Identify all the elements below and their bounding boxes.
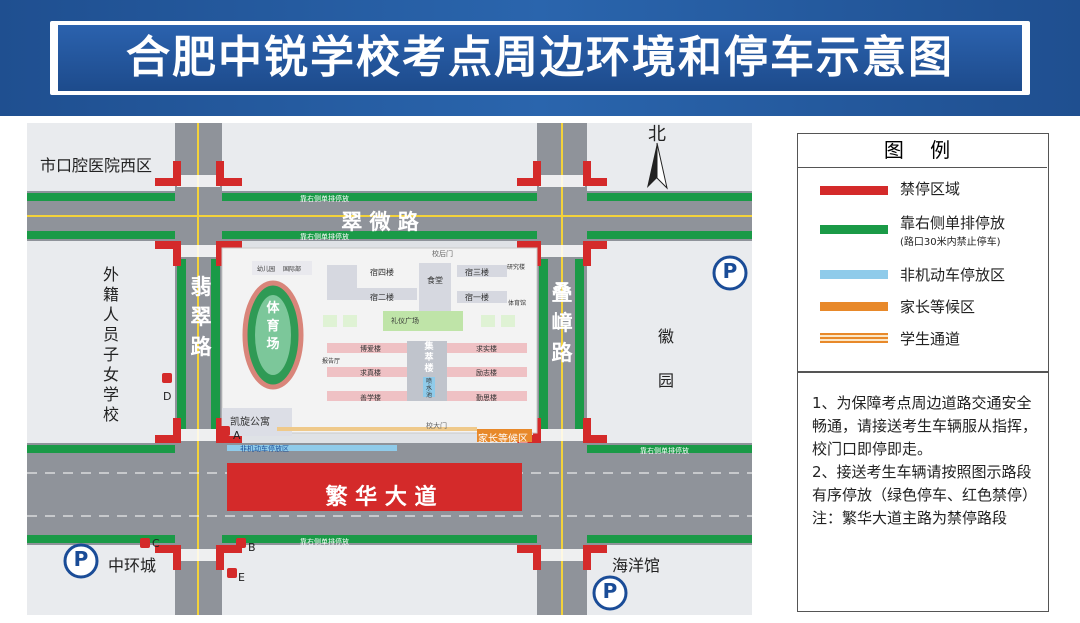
- building-label: 求实楼: [476, 345, 497, 353]
- place-west-char: 籍: [102, 285, 119, 304]
- building-label: 食堂: [427, 276, 443, 285]
- jicui-char: 楼: [424, 364, 434, 374]
- place-west-school: 外 籍 人 员 子 女 学 校: [100, 265, 122, 425]
- road-east-char: 叠: [551, 281, 573, 305]
- lane-label: 靠右侧单排停放: [640, 447, 689, 455]
- road-west-char: 翡: [190, 275, 212, 299]
- legend-label: 靠右侧单排停放: [900, 214, 1006, 232]
- legend-title: 图 例: [797, 133, 1047, 168]
- stadium-char: 体: [266, 301, 280, 316]
- legend-swatch-bike: [820, 270, 888, 279]
- legend-panel: [797, 133, 1049, 372]
- marker-label: A: [233, 429, 241, 442]
- road-west-label: 翡 翠 路: [189, 272, 213, 362]
- building-label: 报告厅: [322, 358, 341, 365]
- parking-icon: P: [722, 259, 738, 283]
- marker-label: E: [238, 571, 245, 584]
- pool-char: 水: [425, 385, 432, 392]
- place-east: 徽 园: [656, 315, 676, 403]
- building-label: 善学楼: [360, 394, 381, 402]
- place-west-char: 人: [102, 305, 119, 324]
- building-label: 国际部: [283, 266, 302, 273]
- place-east-char: 徽: [657, 327, 674, 346]
- lane-label: 靠右侧单排停放: [300, 233, 349, 241]
- place-west-char: 子: [102, 345, 119, 364]
- jicui-building: 集 萃 楼: [423, 342, 435, 375]
- map: [27, 123, 752, 615]
- building-label: 宿三楼: [465, 268, 489, 277]
- title-background: [58, 25, 1022, 91]
- notes-text: 1、为保障考点周边道路交通安全畅通，请接送考生车辆服从指挥，校门口即停即走。 2…: [812, 392, 1038, 530]
- place-sw: 中环城: [108, 556, 157, 575]
- gate-north-label: 校后门: [432, 250, 453, 258]
- legend-swatch-parent: [820, 302, 888, 311]
- pool-char: 池: [425, 392, 432, 399]
- parking-icon: P: [73, 547, 89, 571]
- note-item: 2、接送考生车辆请按照图示路段有序停放（绿色停车、红色禁停）: [812, 463, 1038, 504]
- road-north-label: 翠 微 路: [341, 210, 419, 234]
- road-east-char: 路: [551, 341, 573, 365]
- legend-label: 禁停区域: [900, 180, 961, 198]
- place-west-char: 员: [102, 325, 119, 344]
- page-title: 合肥中锐学校考点周边环境和停车示意图: [126, 32, 954, 83]
- building-label: 研究楼: [507, 264, 526, 271]
- jicui-char: 萃: [424, 353, 434, 363]
- bike-lane-label: 非机动车停放区: [240, 445, 289, 453]
- building-label: 励志楼: [476, 369, 497, 377]
- place-nw: 市口腔医院西区: [40, 156, 153, 175]
- place-west-char: 学: [102, 385, 119, 404]
- parent-area-label: 家长等候区: [478, 434, 528, 445]
- note-item: 1、为保障考点周边道路交通安全畅通，请接送考生车辆服从指挥，校门口即停即走。: [812, 394, 1038, 458]
- place-east-char: 园: [657, 371, 674, 390]
- lane-label: 靠右侧单排停放: [300, 195, 349, 203]
- legend-swatch-no-parking: [820, 186, 888, 195]
- legend-swatch-park-right: [820, 225, 888, 234]
- gate-south-label: 校大门: [426, 422, 447, 430]
- legend-swatch-student-passage: [820, 333, 888, 343]
- place-kaixuan: 凯旋公寓: [230, 417, 270, 428]
- building-label: 宿四楼: [370, 268, 394, 277]
- marker-label: B: [248, 541, 256, 554]
- building-label: 求真楼: [360, 369, 381, 377]
- marker-label: D: [163, 390, 172, 403]
- place-west-char: 女: [102, 365, 119, 384]
- stadium-char: 场: [266, 337, 280, 352]
- building-label: 宿一楼: [465, 293, 489, 302]
- road-south-label: 繁 华 大 道: [325, 485, 437, 510]
- notes-panel: [797, 372, 1049, 612]
- building-label: 体育馆: [508, 300, 527, 307]
- jicui-char: 集: [424, 342, 434, 352]
- place-west-char: 外: [102, 265, 119, 284]
- building-label: 宿二楼: [370, 293, 394, 302]
- north-label: 北: [648, 124, 666, 145]
- building-label: 勤思楼: [476, 394, 497, 402]
- legend-label: 非机动车停放区: [900, 266, 1006, 284]
- building-label: 博爱楼: [360, 345, 381, 353]
- note-item: 注：繁华大道主路为禁停路段: [812, 509, 1008, 527]
- pool-char: 喷: [425, 378, 432, 385]
- legend-label: 家长等候区: [900, 298, 976, 316]
- building-label: 幼儿园: [257, 266, 276, 273]
- marker-label: C: [152, 537, 160, 550]
- road-east-label: 叠 嶂 路: [550, 278, 574, 368]
- legend-sublabel: (路口30米内禁止停车): [900, 237, 1001, 248]
- road-east-char: 嶂: [551, 311, 573, 335]
- stadium-label: 体 育 场: [264, 300, 282, 354]
- legend-label: 学生通道: [900, 330, 961, 348]
- pool: 喷 水 池: [424, 378, 434, 399]
- lane-label: 靠右侧单排停放: [300, 538, 349, 546]
- road-west-char: 翠: [190, 305, 212, 329]
- parking-icon: P: [602, 579, 618, 603]
- place-west-char: 校: [102, 405, 119, 424]
- building-label: 礼仪广场: [391, 317, 419, 325]
- road-west-char: 路: [190, 335, 212, 359]
- place-se: 海洋馆: [612, 556, 661, 575]
- stadium-char: 育: [266, 319, 280, 334]
